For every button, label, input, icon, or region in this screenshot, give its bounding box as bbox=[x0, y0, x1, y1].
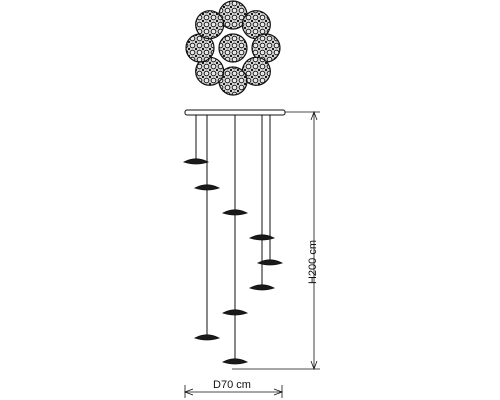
pendant-shade bbox=[193, 184, 221, 191]
pendant-shade bbox=[256, 259, 284, 266]
top-shade bbox=[218, 33, 248, 63]
diameter-label: D70 cm bbox=[213, 379, 251, 391]
diameter-dimension: D70 cm bbox=[183, 379, 284, 398]
pendant-shade bbox=[248, 284, 276, 291]
top-shade bbox=[195, 10, 225, 40]
top-view-shades bbox=[185, 0, 281, 96]
side-view bbox=[182, 109, 286, 365]
pendant-shade bbox=[248, 234, 276, 241]
pendant-shade bbox=[182, 158, 210, 165]
pendant-shade bbox=[221, 358, 249, 365]
top-view bbox=[185, 0, 281, 96]
height-dimension: H200 cm bbox=[232, 110, 320, 371]
pendant-cords bbox=[195, 115, 271, 360]
pendant-shade bbox=[193, 334, 221, 341]
pendant-shade bbox=[221, 209, 249, 216]
pendant-shades bbox=[182, 158, 284, 365]
height-label: H200 cm bbox=[307, 240, 319, 284]
ceiling-canopy bbox=[184, 109, 286, 116]
pendant-shade bbox=[221, 309, 249, 316]
